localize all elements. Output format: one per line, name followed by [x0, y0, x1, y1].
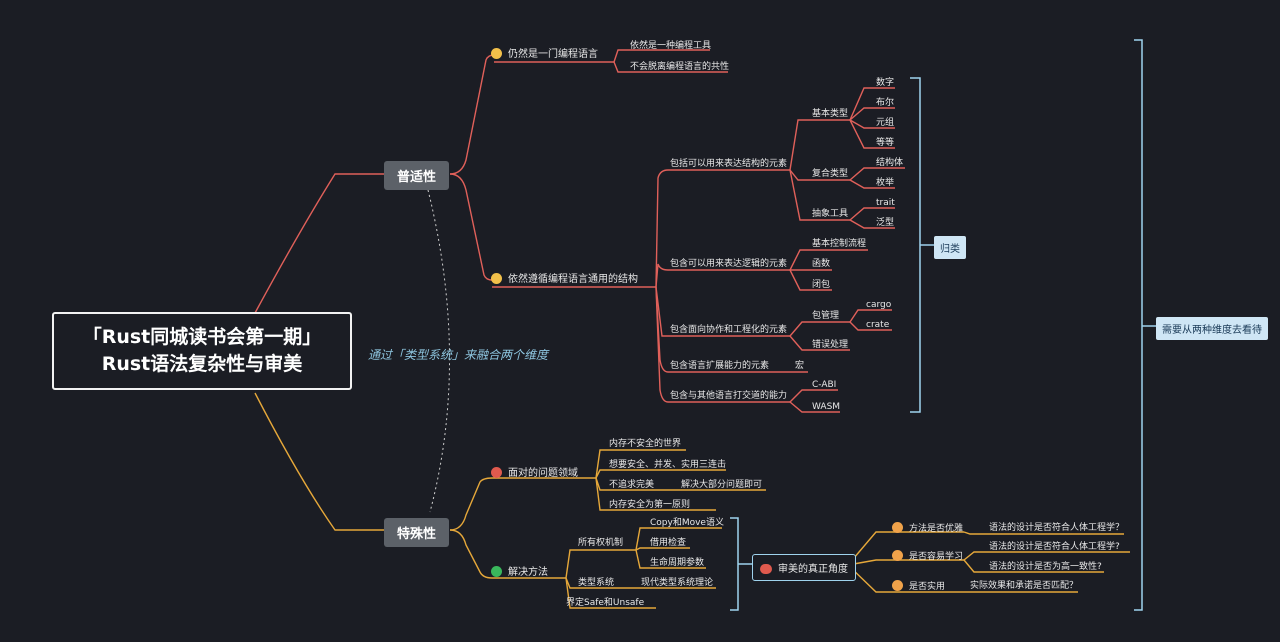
- node-safe-unsafe: 界定Safe和Unsafe: [566, 598, 645, 608]
- node-ownership: 所有权机制: [578, 538, 624, 548]
- topic-problem-domain: 面对的问题领域: [491, 467, 578, 480]
- node-basic-types: 基本类型: [812, 109, 849, 119]
- bridge-annotation: 通过「类型系统」来融合两个维度: [368, 348, 549, 362]
- aesthetic-topic: 审美的真正角度: [752, 554, 856, 581]
- node-tuple: 元组: [876, 118, 895, 128]
- node-memory-safety-first: 内存安全为第一原则: [609, 500, 691, 510]
- root-title-line1: 「Rust同城读书会第一期」: [82, 326, 322, 348]
- node-copy-move: Copy和Move语义: [650, 518, 724, 528]
- answer-consistency: 语法的设计是否为高一致性?: [989, 562, 1102, 572]
- topic-solutions: 解决方法: [491, 566, 548, 579]
- node-enum: 枚举: [876, 178, 895, 188]
- question-elegant: 方法是否优雅: [892, 522, 963, 535]
- node-crate: crate: [866, 320, 890, 330]
- node-solve-most: 解决大部分问题即可: [681, 480, 763, 490]
- branch-special[interactable]: 特殊性: [384, 518, 450, 547]
- check-icon: [491, 566, 502, 577]
- node-generics: 泛型: [876, 218, 895, 228]
- node-functions: 函数: [812, 259, 831, 269]
- question-practical: 是否实用: [892, 580, 945, 593]
- node-not-perfect: 不追求完美: [609, 480, 655, 490]
- node-etc: 等等: [876, 138, 895, 148]
- smile-icon: [491, 48, 502, 59]
- node-abstract-tools: 抽象工具: [812, 209, 849, 219]
- classify-summary: 归类: [934, 236, 966, 259]
- smile-icon: [491, 273, 502, 284]
- node-package-management: 包管理: [812, 311, 840, 321]
- topic-common-structure: 依然遵循编程语言通用的结构: [491, 273, 638, 286]
- thumbs-down-icon: [760, 564, 772, 574]
- node-borrow-check: 借用检查: [650, 538, 687, 548]
- question-easy-learn: 是否容易学习: [892, 550, 963, 563]
- node-logic-elements: 包含可以用来表达逻辑的元素: [670, 259, 788, 269]
- dimension-summary: 需要从两种维度去看待: [1156, 317, 1268, 340]
- node-wasm: WASM: [812, 402, 841, 412]
- node-a2: 不会脱离编程语言的共性: [630, 62, 730, 72]
- node-struct-elements: 包括可以用来表达结构的元素: [670, 159, 788, 169]
- node-modern-type-theory: 现代类型系统理论: [641, 578, 714, 588]
- node-lifetimes: 生命周期参数: [650, 558, 705, 568]
- root-topic: 「Rust同城读书会第一期」 Rust语法复杂性与审美: [52, 312, 352, 390]
- node-compound-types: 复合类型: [812, 169, 849, 179]
- node-number: 数字: [876, 78, 895, 88]
- question-icon: [892, 522, 903, 533]
- question-icon: [892, 550, 903, 561]
- node-extension-elements: 包含语言扩展能力的元素: [670, 361, 770, 371]
- node-type-system: 类型系统: [578, 578, 615, 588]
- node-error-handling: 错误处理: [812, 340, 849, 350]
- node-macro: 宏: [795, 361, 805, 371]
- root-title-line2: Rust语法复杂性与审美: [101, 353, 303, 375]
- topic-still-language: 仍然是一门编程语言: [491, 48, 598, 61]
- node-cargo: cargo: [866, 300, 892, 310]
- answer-promise-match: 实际效果和承诺是否匹配？: [970, 581, 1079, 591]
- flag-icon: [491, 467, 502, 478]
- answer-ergonomics-2: 语法的设计是否符合人体工程学?: [989, 542, 1120, 552]
- node-unsafe-world: 内存不安全的世界: [609, 439, 682, 449]
- node-trait: trait: [876, 198, 895, 208]
- node-control-flow: 基本控制流程: [812, 239, 867, 249]
- node-engineering-elements: 包含面向协作和工程化的元素: [670, 325, 788, 335]
- node-a1: 依然是一种编程工具: [630, 41, 712, 51]
- node-struct: 结构体: [876, 158, 904, 168]
- branch-general[interactable]: 普适性: [384, 161, 450, 190]
- question-icon: [892, 580, 903, 591]
- node-closures: 闭包: [812, 280, 831, 290]
- answer-ergonomics-1: 语法的设计是否符合人体工程学？: [989, 523, 1125, 533]
- node-triple-goal: 想要安全、并发、实用三连击: [609, 460, 727, 470]
- node-bool: 布尔: [876, 98, 895, 108]
- node-interop: 包含与其他语言打交道的能力: [670, 391, 788, 401]
- node-c-abi: C-ABI: [812, 380, 837, 390]
